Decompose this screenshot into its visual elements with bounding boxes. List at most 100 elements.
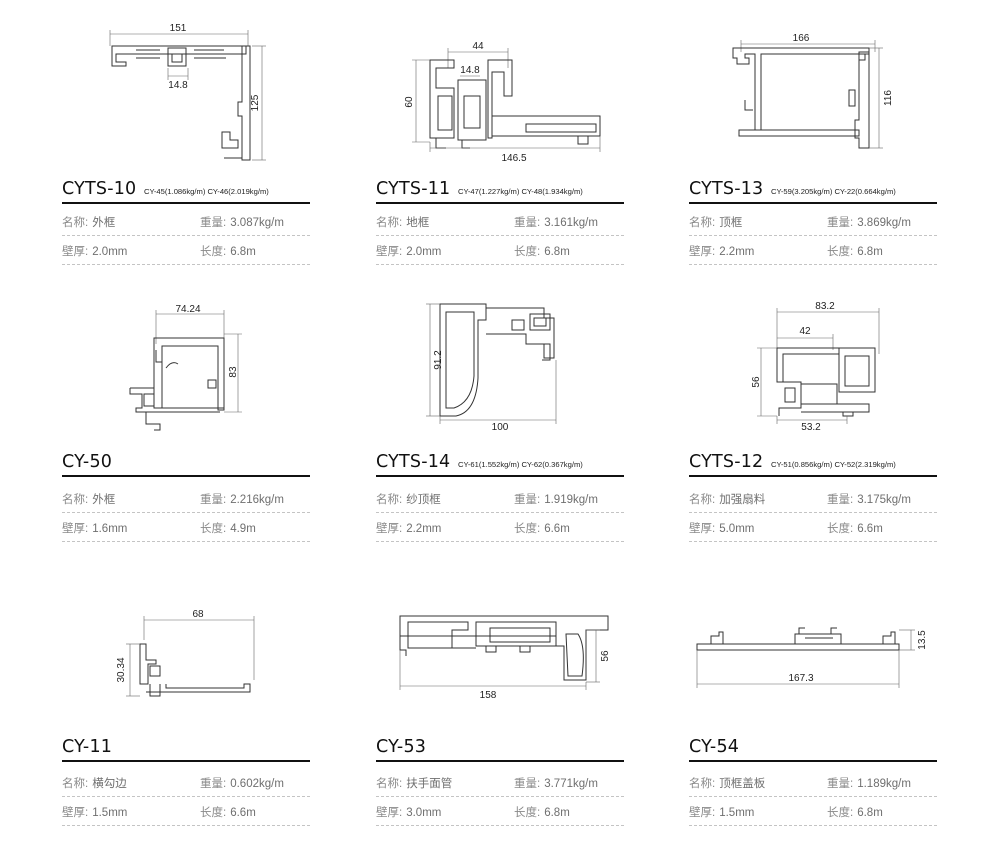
length-value: 6.6m <box>230 807 256 819</box>
title-row: CY-11 <box>62 736 310 762</box>
weight-label: 重量: <box>200 778 227 790</box>
length-label: 长度: <box>200 523 227 535</box>
thickness-value: 5.0mm <box>719 523 755 535</box>
weight-label: 重量: <box>514 778 541 790</box>
profile-drawing-cy-53: 56 158 <box>390 606 620 702</box>
spec-row: 名称:顶框盖板 重量:1.189kg/m <box>689 767 937 797</box>
length-value: 6.8m <box>544 807 570 819</box>
dim-label: 14.8 <box>168 80 188 91</box>
thickness-label: 壁厚: <box>62 523 89 535</box>
title-row: CYTS-11 CY-47(1.227kg/m) CY-48(1.934kg/m… <box>376 178 624 204</box>
length-label: 长度: <box>514 523 541 535</box>
dim-label: 44 <box>472 41 484 52</box>
dim-label: 116 <box>883 90 894 106</box>
spec-row: 壁厚:5.0mm 长度:6.6m <box>689 512 937 542</box>
length-label: 长度: <box>514 246 541 258</box>
dim-label: 60 <box>404 96 415 108</box>
thickness-label: 壁厚: <box>376 807 403 819</box>
spec-row: 名称:横勾边 重量:0.602kg/m <box>62 767 310 797</box>
name-value: 扶手面管 <box>406 778 453 790</box>
spec-row: 名称:加强扇料 重量:3.175kg/m <box>689 483 937 513</box>
product-variants: CY-51(0.856kg/m) CY-52(2.319kg/m) <box>771 460 896 469</box>
length-value: 6.8m <box>857 807 883 819</box>
thickness-value: 3.0mm <box>406 807 442 819</box>
product-code: CYTS-13 <box>689 179 764 199</box>
name-value: 顶框盖板 <box>719 778 766 790</box>
product-code: CY-54 <box>689 737 740 757</box>
product-variants: CY-47(1.227kg/m) CY-48(1.934kg/m) <box>458 187 583 196</box>
dim-label: 125 <box>250 94 261 111</box>
thickness-label: 壁厚: <box>689 246 716 258</box>
dim-label: 56 <box>600 650 611 662</box>
spec-row: 壁厚:1.5mm 长度:6.6m <box>62 796 310 826</box>
thickness-value: 1.6mm <box>92 523 128 535</box>
thickness-label: 壁厚: <box>376 523 403 535</box>
thickness-label: 壁厚: <box>62 807 89 819</box>
name-label: 名称: <box>62 217 89 229</box>
length-label: 长度: <box>514 807 541 819</box>
dim-label: 56 <box>751 376 762 388</box>
name-label: 名称: <box>62 494 89 506</box>
title-row: CYTS-13 CY-59(3.205kg/m) CY-22(0.664kg/m… <box>689 178 937 204</box>
name-value: 横勾边 <box>92 778 127 790</box>
weight-label: 重量: <box>827 778 854 790</box>
dim-label: 68 <box>192 609 204 620</box>
product-code: CY-11 <box>62 737 113 757</box>
thickness-value: 2.2mm <box>719 246 755 258</box>
thickness-value: 2.2mm <box>406 523 442 535</box>
dim-label: 167.3 <box>788 673 813 684</box>
spec-row: 名称:外框 重量:2.216kg/m <box>62 483 310 513</box>
weight-value: 1.189kg/m <box>857 778 911 790</box>
dim-label: 83 <box>228 366 239 378</box>
spec-row: 名称:外框 重量:3.087kg/m <box>62 206 310 236</box>
name-label: 名称: <box>689 494 716 506</box>
title-row: CYTS-12 CY-51(0.856kg/m) CY-52(2.319kg/m… <box>689 451 937 477</box>
name-value: 外框 <box>92 494 116 506</box>
weight-value: 3.771kg/m <box>544 778 598 790</box>
product-code: CY-50 <box>62 452 113 472</box>
weight-value: 3.869kg/m <box>857 217 911 229</box>
name-label: 名称: <box>689 217 716 229</box>
spec-row: 名称:地框 重量:3.161kg/m <box>376 206 624 236</box>
thickness-value: 1.5mm <box>719 807 755 819</box>
product-code: CYTS-12 <box>689 452 764 472</box>
profile-drawing-cyts-13: 166 116 <box>729 30 919 160</box>
spec-row: 壁厚:2.0mm 长度:6.8m <box>62 235 310 265</box>
weight-value: 3.087kg/m <box>230 217 284 229</box>
spec-row: 名称:扶手面管 重量:3.771kg/m <box>376 767 624 797</box>
name-value: 加强扇料 <box>719 494 766 506</box>
profile-drawing-cyts-14: 91.2 100 <box>426 298 576 438</box>
weight-label: 重量: <box>200 494 227 506</box>
profile-drawing-cy-54: 13.5 167.3 <box>693 614 937 694</box>
product-code: CYTS-11 <box>376 179 451 199</box>
length-label: 长度: <box>827 523 854 535</box>
length-label: 长度: <box>200 807 227 819</box>
name-value: 外框 <box>92 217 116 229</box>
dim-label: 166 <box>793 33 810 44</box>
length-value: 4.9m <box>230 523 256 535</box>
dim-label: 151 <box>170 23 187 34</box>
dim-label: 74.24 <box>175 304 200 315</box>
dim-label: 100 <box>492 422 509 433</box>
thickness-label: 壁厚: <box>376 246 403 258</box>
length-value: 6.8m <box>544 246 570 258</box>
product-code: CYTS-14 <box>376 452 451 472</box>
profile-drawing-cy-50: 74.24 83 <box>126 298 266 438</box>
length-value: 6.6m <box>544 523 570 535</box>
spec-row: 壁厚:2.2mm 长度:6.6m <box>376 512 624 542</box>
weight-value: 3.175kg/m <box>857 494 911 506</box>
title-row: CYTS-10 CY-45(1.086kg/m) CY-46(2.019kg/m… <box>62 178 310 204</box>
weight-value: 1.919kg/m <box>544 494 598 506</box>
spec-row: 壁厚:1.5mm 长度:6.8m <box>689 796 937 826</box>
product-code: CYTS-10 <box>62 179 137 199</box>
weight-value: 2.216kg/m <box>230 494 284 506</box>
title-row: CYTS-14 CY-61(1.552kg/m) CY-62(0.367kg/m… <box>376 451 624 477</box>
weight-value: 0.602kg/m <box>230 778 284 790</box>
spec-row: 壁厚:2.2mm 长度:6.8m <box>689 235 937 265</box>
length-label: 长度: <box>827 807 854 819</box>
profile-drawing-cyts-11: 44 14.8 60 146.5 <box>396 38 616 168</box>
spec-row: 名称:纱顶框 重量:1.919kg/m <box>376 483 624 513</box>
profile-drawing-cyts-10: 151 14.8 125 <box>106 20 326 165</box>
length-label: 长度: <box>827 246 854 258</box>
spec-row: 壁厚:1.6mm 长度:4.9m <box>62 512 310 542</box>
